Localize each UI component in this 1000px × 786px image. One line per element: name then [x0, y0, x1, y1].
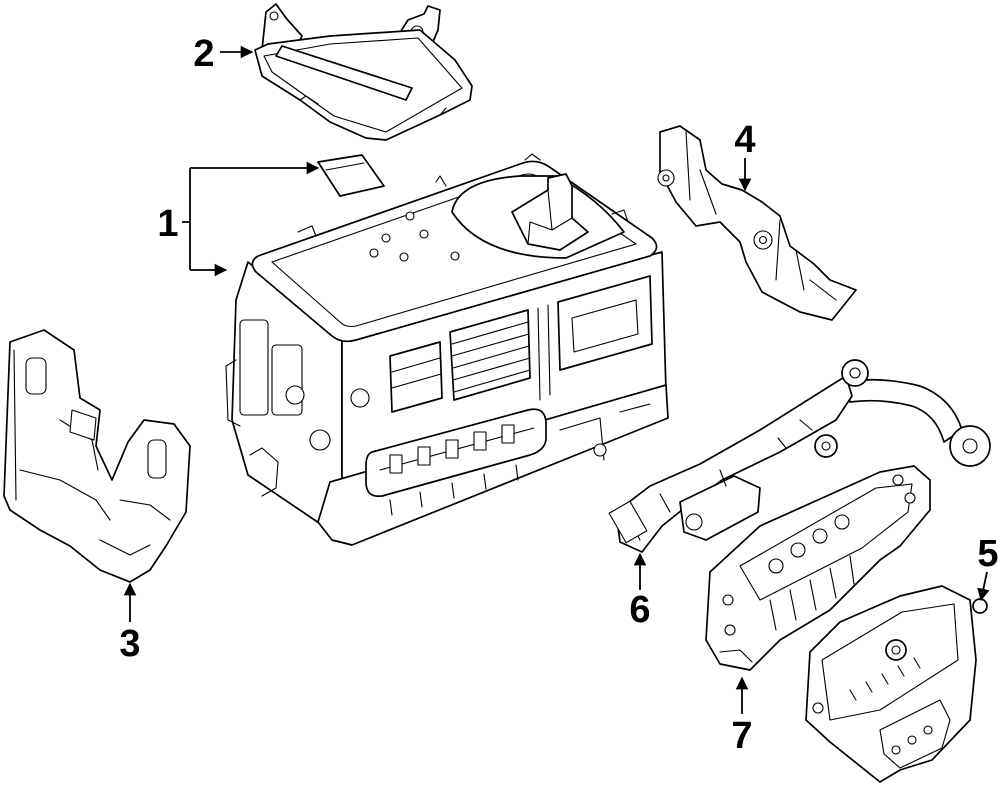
bracket-4-body — [659, 125, 857, 321]
connector-7-body — [705, 465, 931, 671]
callout-7-label: 7 — [731, 715, 752, 757]
callout-3: 3 — [119, 582, 141, 665]
part-5-connector-block — [805, 585, 988, 783]
callout-5: 5 — [977, 533, 999, 602]
part-1-label-sticker — [317, 154, 385, 197]
main-unit-side-box — [557, 275, 653, 371]
harness-bar — [615, 375, 853, 553]
part-4-bracket — [657, 125, 857, 321]
callout-2-label: 2 — [193, 33, 214, 75]
main-unit-vent-grille — [449, 309, 531, 401]
callout-5-label: 5 — [977, 533, 998, 575]
callout-2: 2 — [193, 33, 254, 75]
part-7-connector-block — [705, 465, 931, 671]
callout-6-label: 6 — [629, 589, 650, 631]
part-6-harness — [608, 359, 991, 553]
harness-cable — [845, 378, 963, 443]
callout-6: 6 — [629, 552, 651, 631]
callout-4: 4 — [734, 119, 756, 192]
part-2-cover — [254, 3, 473, 141]
bracket-3-body — [3, 329, 191, 583]
part-3-bracket — [3, 329, 191, 583]
callout-7: 7 — [731, 676, 753, 757]
callout-1: 1 — [157, 161, 320, 277]
callout-1-label: 1 — [157, 203, 178, 245]
cover-rib — [275, 45, 413, 101]
part-1-main-unit — [225, 153, 669, 546]
callout-3-label: 3 — [119, 623, 140, 665]
callout-4-label: 4 — [734, 119, 755, 161]
